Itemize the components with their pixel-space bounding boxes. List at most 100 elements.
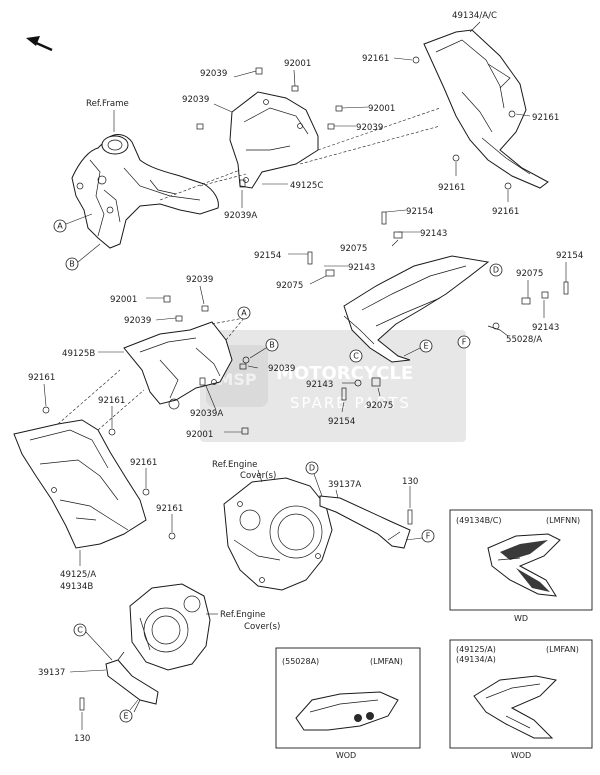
callout-b-mid: B: [249, 338, 279, 359]
inset3-variant: WOD: [511, 751, 531, 760]
watermark-brand: MOTORCYCLE: [276, 363, 413, 384]
label-92161-g: 92161: [130, 458, 157, 468]
svg-text:D: D: [309, 464, 315, 473]
label-92154-d: 92154: [328, 417, 355, 427]
inset1-part: (49134B/C): [456, 516, 501, 525]
label-49134b: 49134B: [60, 582, 93, 592]
label-92143-b: 92143: [348, 263, 375, 273]
callout-b-frame: B: [65, 243, 101, 271]
label-92001-c: 92001: [110, 295, 137, 305]
inner-cover-49125c: [229, 91, 319, 189]
arrow-up-left-icon: [26, 36, 53, 52]
svg-text:C: C: [77, 626, 83, 635]
ref-frame-label: Ref.Frame: [86, 99, 129, 109]
fasteners-cowl: [412, 56, 516, 190]
label-92161-a: 92161: [362, 54, 389, 64]
label-92001-b: 92001: [368, 104, 395, 114]
label-92161-e: 92161: [28, 373, 55, 383]
inset-49134bc: (49134B/C) (LMFNN) WD: [449, 509, 593, 623]
label-92075-c: 92075: [516, 269, 543, 279]
label-92075-b: 92075: [276, 281, 303, 291]
svg-text:E: E: [423, 342, 428, 351]
label-92143-d: 92143: [306, 380, 333, 390]
label-92039-b: 92039: [182, 95, 209, 105]
label-92039-e: 92039: [124, 316, 151, 326]
label-92001-a: 92001: [284, 59, 311, 69]
inset-55028a: (55028A) (LMFAN) WOD: [275, 647, 421, 760]
label-49134ac: 49134/A/C: [452, 11, 497, 21]
svg-text:D: D: [493, 266, 499, 275]
under-cowl-55028: [343, 255, 501, 363]
callout-d-right: D: [489, 263, 503, 277]
label-130-b: 130: [74, 734, 90, 744]
bracket-39137a: [319, 495, 413, 549]
inset1-variant: WD: [514, 614, 528, 623]
svg-text:C: C: [353, 352, 359, 361]
label-49125c: 49125C: [290, 181, 323, 191]
inset-49125a-49134a: (49125/A) (49134/A) (LMFAN) WOD: [449, 639, 593, 760]
fasteners-side-cowl: [42, 406, 176, 540]
callout-c-lower: C: [73, 623, 113, 661]
callout-a-frame: A: [53, 213, 93, 233]
svg-text:B: B: [269, 341, 275, 350]
label-92001-d: 92001: [186, 430, 213, 440]
fasteners-under-cowl: [307, 211, 569, 401]
callout-d-engine: D: [305, 461, 323, 497]
inset2-variant: WOD: [336, 751, 356, 760]
label-92039-c: 92039: [356, 123, 383, 133]
label-130-a: 130: [402, 477, 418, 487]
label-39137: 39137: [38, 668, 65, 678]
engine-lower-drawing: [129, 583, 211, 671]
label-92154-c: 92154: [556, 251, 583, 261]
inset3-model: (LMFAN): [546, 645, 579, 654]
callout-f-engine: F: [405, 529, 435, 543]
label-92075-a: 92075: [340, 244, 367, 254]
inset2-model: (LMFAN): [370, 657, 403, 666]
svg-text:E: E: [123, 712, 128, 721]
label-92161-d: 92161: [492, 207, 519, 217]
watermark-logo-text: MSP: [217, 370, 256, 389]
inset1-model: (LMFNN): [546, 516, 580, 525]
svg-text:F: F: [462, 338, 467, 347]
callout-f-right: F: [457, 335, 471, 349]
upper-cowl-49134: [423, 29, 549, 189]
label-92039-d: 92039: [186, 275, 213, 285]
label-92161-h: 92161: [156, 504, 183, 514]
inset3-part-2: (49134/A): [456, 655, 496, 664]
label-92161-f: 92161: [98, 396, 125, 406]
label-92143-a: 92143: [420, 229, 447, 239]
inset3-part-1: (49125/A): [456, 645, 496, 654]
label-49125b: 49125B: [62, 349, 95, 359]
label-92039-f: 92039: [268, 364, 295, 374]
watermark-sub: SPARE PARTS: [290, 394, 411, 412]
bracket-39137: [79, 651, 159, 713]
fasteners-upper: [196, 67, 343, 188]
ref-engine-label-1a: Ref.Engine: [212, 460, 257, 470]
callout-e-mid: E: [403, 339, 433, 357]
label-92154-b: 92154: [254, 251, 281, 261]
inset2-part: (55028A): [282, 657, 319, 666]
label-55028a: 55028/A: [506, 335, 542, 345]
svg-text:F: F: [426, 532, 431, 541]
label-92039a-b: 92039A: [190, 409, 223, 419]
ref-engine-label-1b: Cover(s): [240, 471, 276, 481]
label-39137a: 39137A: [328, 480, 361, 490]
callout-a-mid: A: [237, 306, 251, 320]
fasteners-middle: [163, 295, 249, 435]
label-92039-a: 92039: [200, 69, 227, 79]
label-92143-c: 92143: [532, 323, 559, 333]
label-92154-a: 92154: [406, 207, 433, 217]
svg-text:B: B: [69, 260, 75, 269]
callout-c-mid: C: [349, 349, 363, 363]
frame-drawing: [71, 110, 219, 249]
ref-engine-label-2b: Cover(s): [244, 622, 280, 632]
label-92161-c: 92161: [438, 183, 465, 193]
engine-cover-drawing: [223, 477, 333, 591]
callout-e-lower: E: [119, 699, 139, 723]
side-cowl-49125a: [13, 419, 147, 549]
label-92075-d: 92075: [366, 401, 393, 411]
label-92039a-a: 92039A: [224, 211, 257, 221]
label-49125a: 49125/A: [60, 570, 96, 580]
